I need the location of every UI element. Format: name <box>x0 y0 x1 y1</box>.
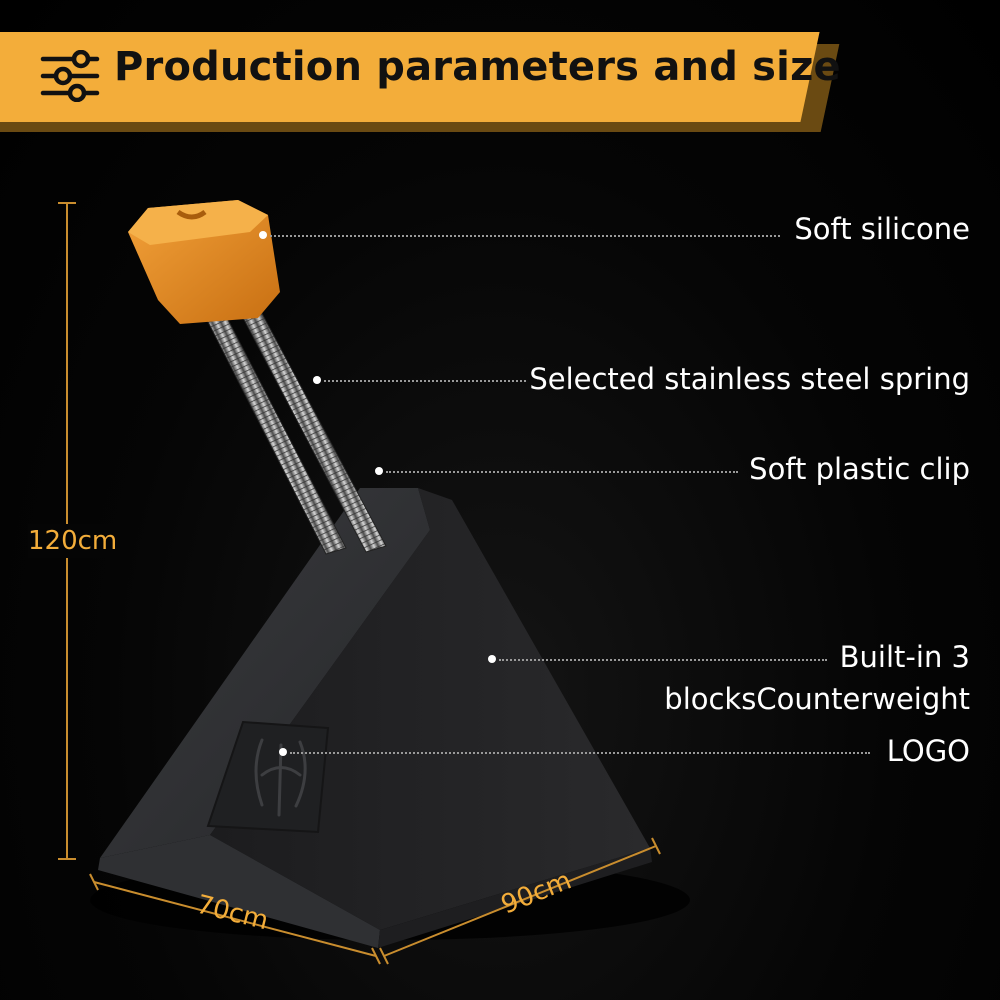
callout-dot-silicone <box>259 231 267 239</box>
label-counterweight-line1: Built-in 3 <box>839 640 970 674</box>
label-counterweight-line2: blocksCounterweight <box>664 682 970 716</box>
height-dimension-cap-bottom <box>58 858 76 860</box>
callout-dot-spring <box>313 376 321 384</box>
base-left-face <box>100 488 430 858</box>
label-logo: LOGO <box>886 734 970 768</box>
label-soft-silicone: Soft silicone <box>794 212 970 246</box>
callout-line-silicone <box>270 235 780 237</box>
callout-line-counterweight <box>499 659 827 661</box>
callout-line-spring <box>324 380 526 382</box>
height-dimension-label: 120cm <box>28 524 118 558</box>
logo-mark-icon <box>254 738 307 817</box>
callout-dot-logo <box>279 748 287 756</box>
callout-line-logo <box>290 752 870 754</box>
callout-line-clip <box>386 471 738 473</box>
steel-springs <box>205 305 387 555</box>
silicone-tip <box>128 200 280 324</box>
sliders-icon <box>40 50 100 102</box>
label-plastic-clip: Soft plastic clip <box>749 452 970 486</box>
callout-dot-clip <box>375 467 383 475</box>
height-dimension-cap-top <box>58 202 76 204</box>
callout-dot-counterweight <box>488 655 496 663</box>
page-title: Production parameters and size <box>114 44 841 90</box>
label-spring: Selected stainless steel spring <box>529 362 970 396</box>
